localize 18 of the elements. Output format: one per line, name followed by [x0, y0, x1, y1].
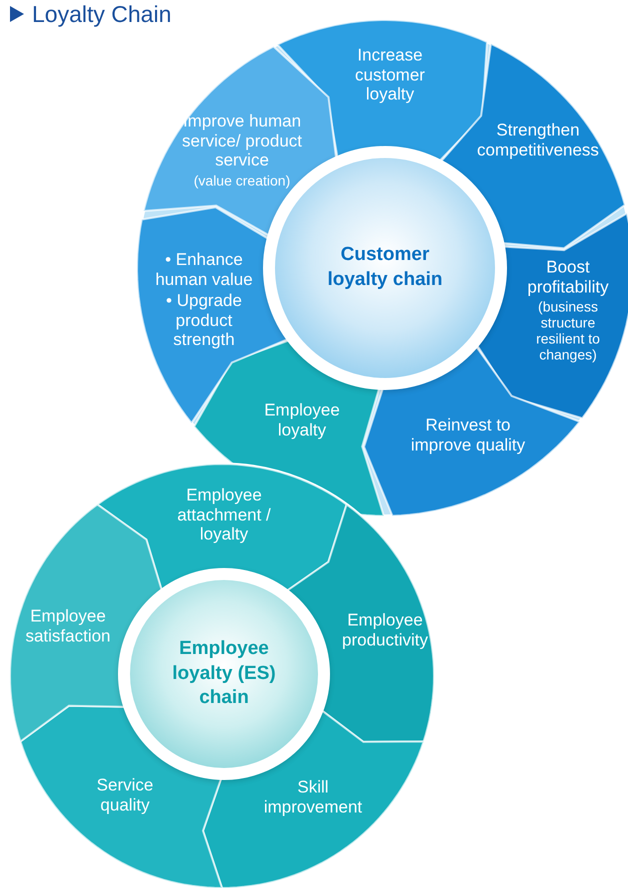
hub-label: Employee loyalty (ES) chain [171, 636, 277, 710]
segment-label: Reinvest to improve quality [410, 415, 526, 455]
segment-label: • Upgrade product strength [165, 291, 243, 350]
segment-label: Employee satisfaction [24, 606, 112, 646]
segment-label: Strengthen competitiveness [476, 120, 600, 160]
segment-label: Improve human service/ product service [181, 112, 303, 170]
hub-label: Customer loyalty chain [326, 243, 444, 292]
segment-label: (value creation) [194, 172, 290, 188]
segment-label: Service quality [96, 775, 154, 815]
segment-label: Employee loyalty [263, 400, 341, 440]
segment-label: Employee productivity [341, 610, 429, 650]
segment-label: Skill improvement [262, 777, 364, 817]
segment-label: Increase customer loyalty [354, 46, 426, 104]
segment-label: • Enhance human value [154, 250, 254, 290]
segment-label: Boost profitability [526, 257, 610, 296]
title: Loyalty Chain [32, 0, 172, 28]
segment-label: (business structure resilient to changes) [535, 298, 601, 363]
segment-label: Employee attachment / loyalty [176, 486, 272, 544]
